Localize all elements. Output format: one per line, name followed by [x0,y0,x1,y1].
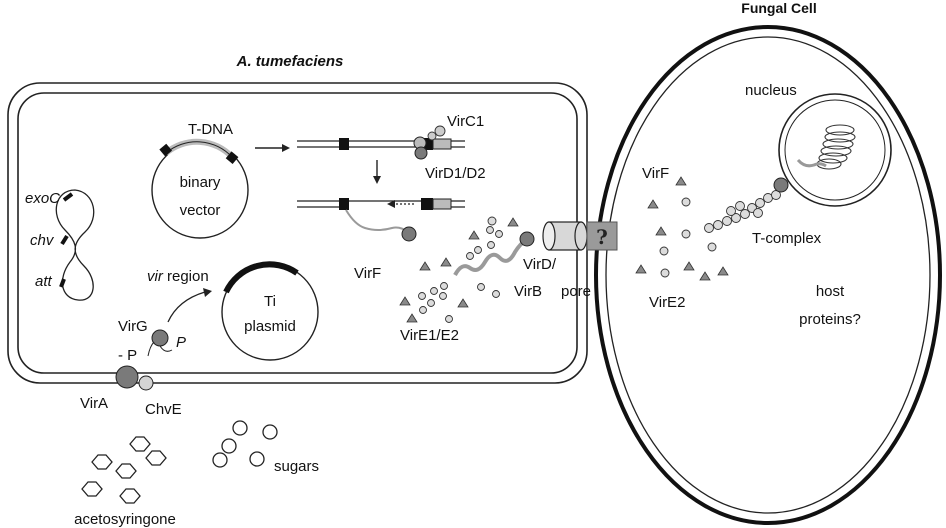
bacterial-vire-beads [418,216,503,323]
integrating-dna [796,158,827,168]
chv-label: chv [30,232,55,249]
virc1-protein-2 [427,131,437,141]
vire2-fungus-label: VirE2 [649,294,685,311]
att-gene [59,278,66,288]
chv-gene [60,234,69,246]
virg-protein [151,329,169,347]
virc1-label: VirC1 [447,113,484,130]
plasmid-label: plasmid [244,318,296,335]
sugars-label: sugars [274,458,319,475]
att-label: att [35,273,53,290]
exoc-label: exoC [25,190,60,207]
exoc-gene [62,192,74,202]
chve-label: ChvE [145,401,182,418]
fungal-virf-triangles [635,176,729,281]
vector-label: vector [180,202,221,219]
proteins-label: proteins? [799,311,861,328]
vir-region-arc [223,261,299,294]
fungal-vire2-beads [659,197,717,278]
acetosyringone-molecules [81,436,167,504]
vir-italic: vir [147,268,164,285]
ds-dna-top [297,138,465,150]
t-dna-label: T-DNA [188,121,233,138]
virb-pore [542,221,588,251]
bacterium-title: A. tumefaciens [236,53,344,70]
host-label: host [816,283,845,300]
region-text: region [163,268,209,285]
right-border [225,151,239,165]
t-complex-label: T-complex [752,230,822,247]
left-border [159,143,173,157]
nucleus-label: nucleus [745,82,797,99]
vird-label: VirD/ [523,256,557,273]
sugar-molecules [212,420,278,468]
minus-p-label: - P [118,347,137,364]
chromatin-coil [816,124,856,170]
nucleus-inner [784,99,886,201]
binary-label: binary [180,174,221,191]
arrow-virg-head [203,288,212,297]
virg-label: VirG [118,318,148,335]
unknown-receptor-label: ? [596,225,608,249]
ds-dna-bottom [297,198,465,233]
bacterial-virf-triangles [399,217,519,323]
virb-label: VirB [514,283,542,300]
ti-label: Ti [264,293,276,310]
chromosomal-loop [55,189,95,301]
arrow-down [373,160,381,184]
arrow-processing [255,144,290,152]
vir-region-label: vir region [147,268,209,285]
nucleus-outer [778,93,892,207]
vird2-protein [414,146,428,160]
fungal-cell-wall-inner [605,36,931,514]
chve-protein [138,375,154,391]
virf-fungus-label: VirF [642,165,669,182]
vird2-on-t-strand [401,226,417,242]
virf-bacterium-label: VirF [354,265,381,282]
arrow-virg-activation [167,291,206,323]
pore-label: pore [561,283,591,300]
unknown-receptor-box [586,221,618,251]
phospho-transfer [147,341,155,357]
vira-label: VirA [80,395,108,412]
vird2-leading [519,231,535,247]
fungal-cell-wall-outer [594,25,942,525]
fungal-cell-title: Fungal Cell [741,0,816,16]
p-label: P [176,334,186,351]
t-dna-segment-outline [165,141,233,158]
t-strand-wavy [453,238,528,277]
vird1-d2-label: VirD1/D2 [425,165,486,182]
acetosyringone-label: acetosyringone [74,511,176,528]
vire1-e2-label: VirE1/E2 [400,327,459,344]
vira-protein [115,365,139,389]
virc1-protein [434,125,446,137]
t-complex-chain [704,190,781,233]
virg-phospho-line [159,345,173,352]
t-complex-vird2 [773,177,789,193]
